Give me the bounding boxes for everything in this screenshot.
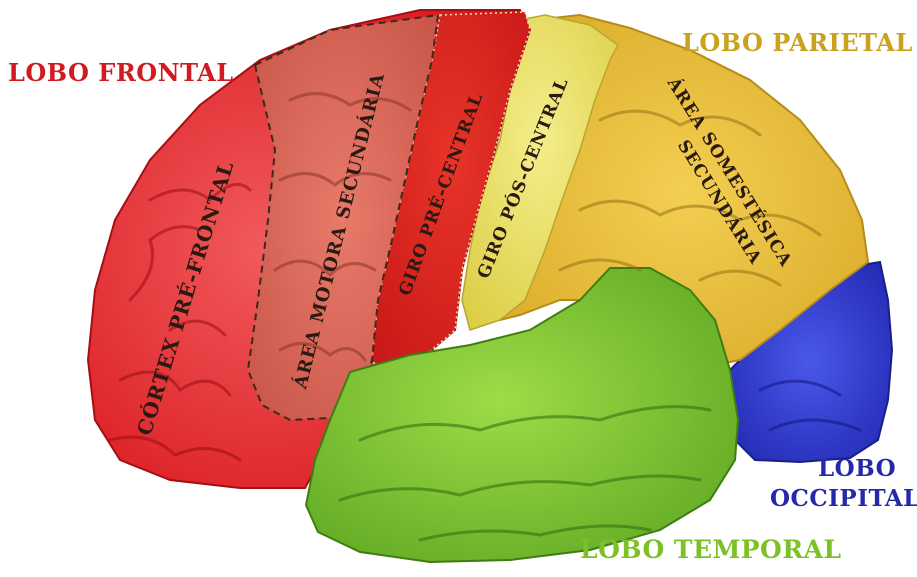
occipital-lobe-label-line2: OCCIPITAL — [770, 485, 917, 512]
parietal-lobe-label: LOBO PARIETAL — [682, 28, 913, 57]
temporal-lobe-label: LOBO TEMPORAL — [580, 535, 842, 564]
occipital-lobe-label-line1: LOBO — [818, 455, 896, 482]
frontal-lobe-label: LOBO FRONTAL — [8, 58, 234, 87]
